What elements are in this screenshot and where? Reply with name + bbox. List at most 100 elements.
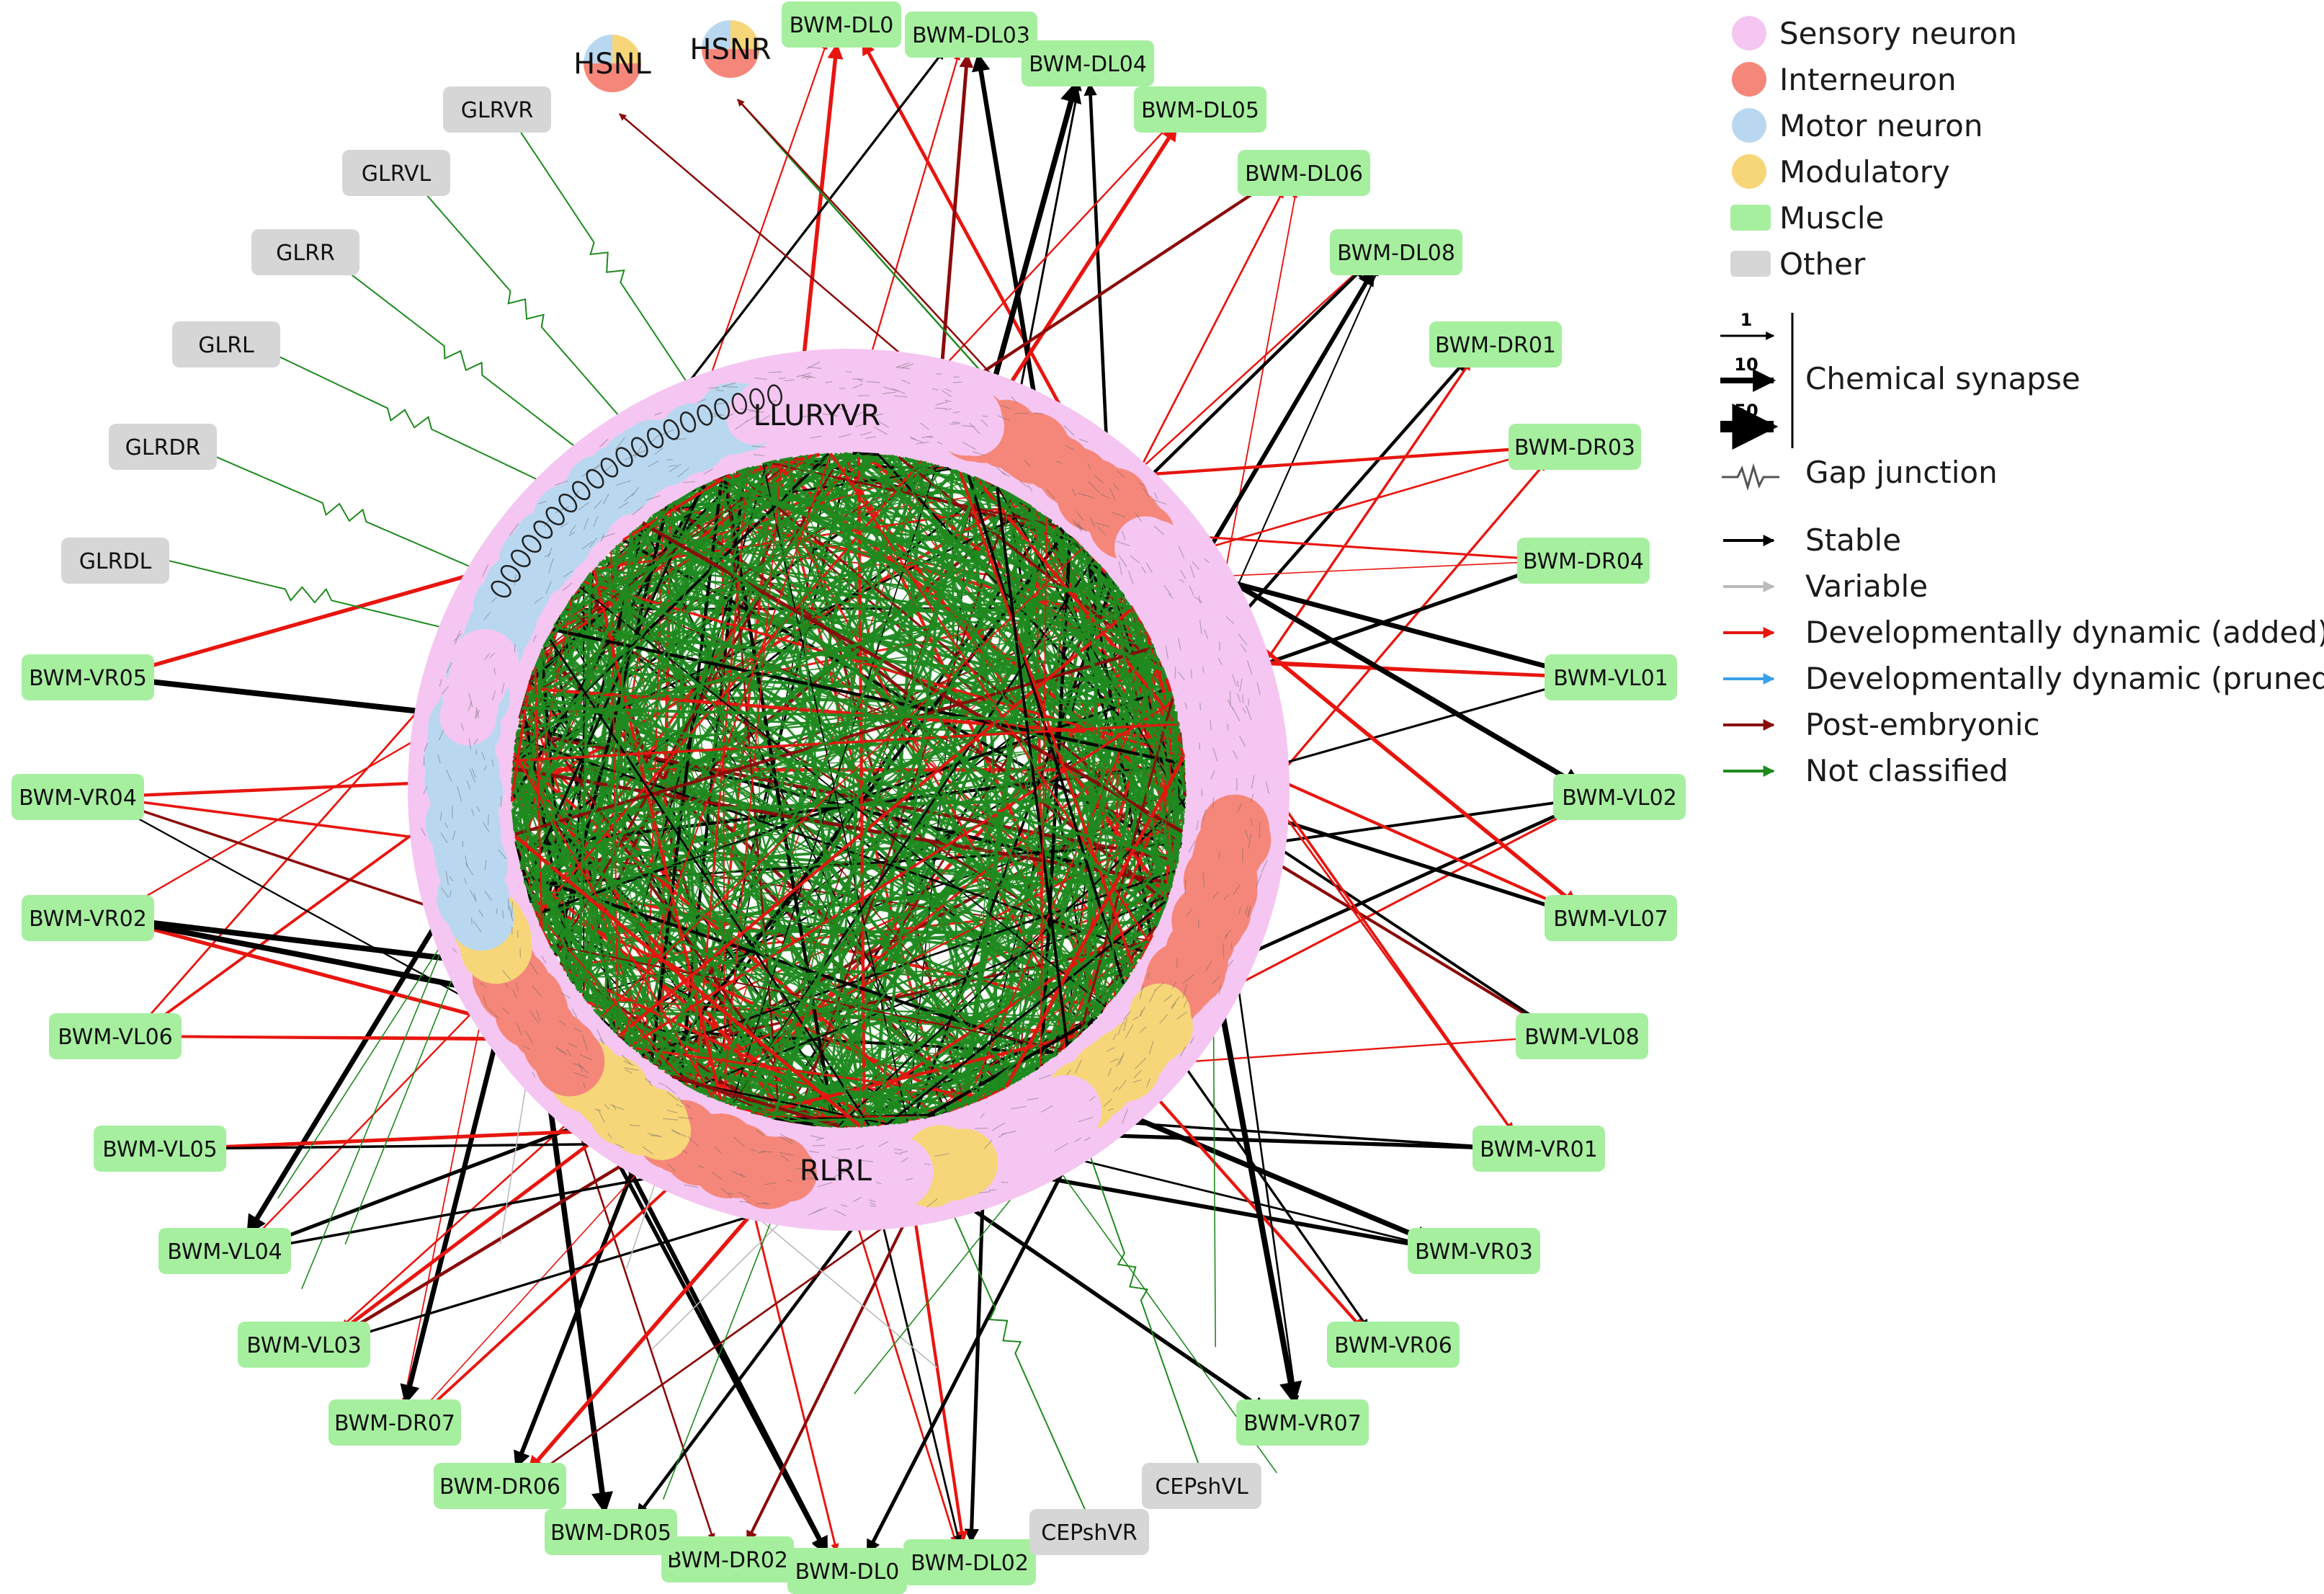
node-bwm-dr02[interactable]: BWM-DR02 [661,1536,794,1582]
node-bwm-vl06[interactable]: BWM-VL06 [49,1013,182,1059]
weight-label: 10 [1734,355,1758,375]
inner-edge [522,706,1179,724]
inner-edge [700,487,1182,842]
node-glrl[interactable]: GLRL [172,321,280,368]
inner-edge [674,501,742,1109]
ring-label-hatch [910,437,924,443]
ring-label-hatch [621,1054,632,1065]
ring-label-hatch [1001,1131,1016,1135]
node-hsnr[interactable]: HSNR [689,20,772,78]
node-box [158,1228,291,1274]
node-glrvr[interactable]: GLRVR [443,86,551,133]
node-bwm-dl04[interactable]: BWM-DL04 [1022,40,1154,86]
node-bwm-dl05[interactable]: BWM-DL05 [1134,86,1266,133]
node-box [1022,40,1154,86]
ring-label-hatch [805,375,813,380]
ring-label-hatch [578,1062,584,1072]
node-bwm-dr03[interactable]: BWM-DR03 [1509,424,1641,470]
node-bwm-dr05[interactable]: BWM-DR05 [545,1509,677,1555]
gap-junction-icon [1722,463,1779,491]
inner-edge [569,967,1135,979]
node-cepshvl[interactable]: CEPshVL [1142,1463,1261,1509]
ring-label-hatch [516,982,519,992]
node-label: CEPshVR [1041,1520,1137,1546]
ring-label-hatch [934,1153,949,1157]
ring-label-hatch [1225,616,1235,625]
node-bwm-dr06[interactable]: BWM-DR06 [434,1463,566,1509]
node-glrdl[interactable]: GLRDL [61,538,169,584]
inner-edge [911,458,1186,773]
node-bwm-vr03[interactable]: BWM-VR03 [1408,1228,1540,1274]
node-glrdr[interactable]: GLRDR [109,424,217,470]
inner-edge [787,458,849,1127]
node-label: BWM-DL05 [1141,98,1259,123]
inner-edge [1011,630,1147,1085]
ring-label-hatch [1076,510,1083,521]
node-bwm-vr04[interactable]: BWM-VR04 [12,774,144,820]
ring-label-hatch [1202,809,1207,822]
ring-label-hatch [525,1030,534,1044]
node-label: BWM-DL04 [1029,52,1147,77]
ring-label-hatch [556,1046,566,1054]
node-label: GLRDR [125,435,201,460]
node-bwm-vl08[interactable]: BWM-VL08 [1516,1013,1648,1059]
node-bwm-vr01[interactable]: BWM-VR01 [1472,1126,1605,1172]
node-bwm-dr01[interactable]: BWM-DR01 [1429,321,1562,368]
node-bwm-vr05[interactable]: BWM-VR05 [22,654,154,700]
ring-label-hatch [1027,1097,1039,1100]
node-bwm-dl03[interactable]: BWM-DL03 [905,12,1037,58]
node-bwm-dr07[interactable]: BWM-DR07 [329,1399,461,1446]
ring-label-hatch [916,441,929,445]
ring-label-hatch [482,564,489,577]
ring-label-hatch [894,395,908,398]
node-bwm-vl07[interactable]: BWM-VL07 [1545,895,1677,941]
ring-label-hatch [560,522,569,528]
node-cepshvr[interactable]: CEPshVR [1029,1509,1149,1555]
node-glrvl[interactable]: GLRVL [342,150,450,196]
node-bwm-dl07[interactable]: BWM-DL0 [787,1548,907,1594]
node-box [49,1013,182,1059]
node-bwm-vr07[interactable]: BWM-VR07 [1236,1399,1369,1446]
ring-label-hatch [647,1132,662,1138]
ring-label-hatch [555,506,570,513]
node-bwm-dl01[interactable]: BWM-DL0 [782,1,901,48]
neuron-node-15-21[interactable] [946,397,1004,456]
inner-edge [856,917,1161,1127]
ring-label-hatch [475,707,479,718]
ring-label-hatch [895,367,911,370]
ring-label-hatch [1112,1033,1117,1041]
node-bwm-dr04[interactable]: BWM-DR04 [1517,538,1650,584]
node-bwm-dl08[interactable]: BWM-DL08 [1330,229,1462,275]
node-bwm-vr06[interactable]: BWM-VR06 [1327,1322,1460,1368]
inner-edge [795,495,1014,1123]
node-glrr[interactable]: GLRR [251,229,359,275]
node-hsnl[interactable]: HSNL [573,35,652,92]
neuron-node-13-5[interactable] [450,628,519,698]
inner-edge [822,1074,1028,1126]
self-loop [586,468,604,489]
inner-edge [519,860,993,1096]
ring-label-hatch [632,506,643,516]
ring-label-hatch [952,422,960,424]
node-bwm-vl03[interactable]: BWM-VL03 [238,1322,370,1368]
self-loop [558,493,578,513]
node-bwm-vl01[interactable]: BWM-VL01 [1545,654,1677,700]
node-box [1517,538,1650,584]
node-bwm-vl05[interactable]: BWM-VL05 [94,1126,226,1172]
inner-edge [889,850,1181,1125]
node-bwm-vl04[interactable]: BWM-VL04 [158,1228,291,1274]
ring-label-hatch [687,1136,699,1147]
weight-label: 1 [1740,310,1753,330]
node-box [22,895,154,941]
node-bwm-vl02[interactable]: BWM-VL02 [1553,774,1686,820]
node-bwm-dl02[interactable]: BWM-DL02 [903,1539,1036,1585]
ring-label-hatch [1083,494,1094,499]
inner-edge [517,842,1171,891]
inner-edge [548,636,870,1126]
node-bwm-vr02[interactable]: BWM-VR02 [22,895,154,941]
ring-label-hatch [1119,1020,1125,1028]
ring-label-hatch [483,994,488,1007]
node-bwm-dl06[interactable]: BWM-DL06 [1238,150,1370,196]
ring-label-hatch [686,1103,691,1109]
inner-edge [523,605,1132,879]
